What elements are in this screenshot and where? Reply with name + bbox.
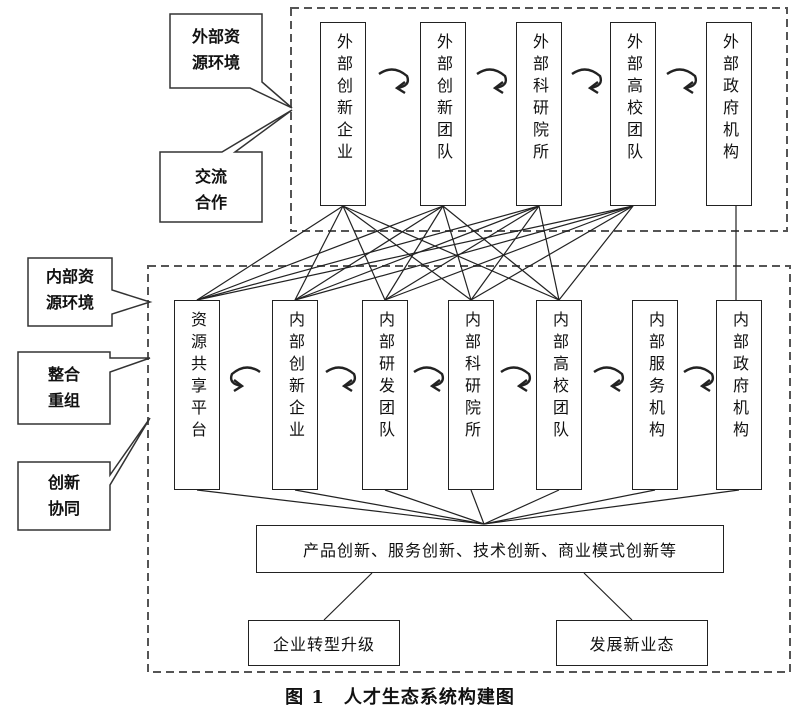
internal-node: 内部政府机构 — [716, 300, 762, 490]
external-node: 外部创新企业 — [320, 22, 366, 206]
curved-arrow-icon — [500, 366, 532, 393]
node-label: 外部创新团队 — [434, 33, 453, 165]
internal-node: 内部高校团队 — [536, 300, 582, 490]
callout-line: 外部资 — [191, 27, 240, 46]
exchange-link — [342, 205, 472, 301]
internal-node: 内部创新企业 — [272, 300, 318, 490]
exchange-link — [442, 205, 560, 301]
outcome-box: 企业转型升级 — [248, 620, 400, 666]
internal-node: 内部研发团队 — [362, 300, 408, 490]
exchange-callout-shape — [159, 109, 293, 223]
curved-arrow-icon — [571, 68, 603, 95]
callout-integration-restructuring: 整合 重组 — [14, 362, 114, 414]
innovation-link — [196, 489, 485, 525]
exchange-link — [342, 205, 560, 301]
internal-env-callout-shape — [27, 257, 153, 327]
node-label: 内部高校团队 — [550, 311, 569, 443]
node-label: 外部科研院所 — [530, 33, 549, 165]
exchange-link — [294, 205, 634, 301]
callout-line: 源环境 — [191, 53, 240, 72]
node-label: 内部创新企业 — [286, 311, 305, 443]
outcome-link — [323, 572, 373, 621]
innovation-link — [483, 489, 740, 525]
external-env-callout-shape — [169, 13, 293, 109]
node-label: 外部高校团队 — [624, 33, 643, 165]
curved-arrow-icon — [378, 68, 410, 95]
flow-arrows — [229, 68, 715, 393]
node-label: 外部政府机构 — [720, 33, 739, 165]
figure-caption: 图 1 人才生态系统构建图 — [285, 687, 515, 708]
exchange-link — [196, 205, 344, 301]
callout-innovation-synergy: 创新 协同 — [14, 470, 114, 522]
external-environment-region — [290, 7, 788, 232]
callout-line: 整合 — [47, 365, 80, 384]
callout-line: 源环境 — [45, 293, 94, 312]
curved-arrow-icon — [325, 366, 357, 393]
innovation-link — [483, 489, 560, 525]
exchange-link — [538, 205, 560, 301]
internal-node: 资源共享平台 — [174, 300, 220, 490]
callout-line: 重组 — [47, 391, 80, 410]
node-label: 内部研发团队 — [376, 311, 395, 443]
connection-lines — [196, 205, 740, 621]
external-node: 外部创新团队 — [420, 22, 466, 206]
curved-arrow-icon — [683, 366, 715, 393]
node-label: 内部服务机构 — [646, 311, 665, 443]
curved-arrow-icon — [666, 68, 698, 95]
internal-node: 内部服务机构 — [632, 300, 678, 490]
innovation-link — [384, 489, 485, 525]
exchange-link — [196, 205, 444, 301]
exchange-link — [196, 205, 634, 301]
exchange-link — [470, 205, 540, 301]
callout-exchange-cooperation: 交流 合作 — [161, 164, 261, 216]
curved-arrow-icon — [476, 68, 508, 95]
exchange-link — [442, 205, 472, 301]
internal-environment-region — [147, 265, 791, 673]
callout-line: 协同 — [47, 499, 80, 518]
external-node: 外部政府机构 — [706, 22, 752, 206]
exchange-link — [558, 205, 634, 301]
innovation-callout-shape — [17, 417, 151, 531]
curved-arrow-icon — [413, 366, 445, 393]
integration-callout-shape — [17, 351, 151, 425]
outcome-box: 发展新业态 — [556, 620, 708, 666]
innovation-link — [470, 489, 485, 525]
node-label: 内部科研院所 — [462, 311, 481, 443]
curved-arrow-icon — [229, 366, 261, 393]
callout-line: 创新 — [47, 473, 80, 492]
curved-arrow-icon — [593, 366, 625, 393]
innovation-types-box: 产品创新、服务创新、技术创新、商业模式创新等 — [256, 525, 724, 573]
innovation-link — [294, 489, 485, 525]
external-node: 外部科研院所 — [516, 22, 562, 206]
exchange-link — [342, 205, 386, 301]
external-node: 外部高校团队 — [610, 22, 656, 206]
outcome-link — [583, 572, 633, 621]
node-label: 外部创新企业 — [334, 33, 353, 165]
node-label: 内部政府机构 — [730, 311, 749, 443]
callout-line: 内部资 — [45, 267, 94, 286]
internal-node: 内部科研院所 — [448, 300, 494, 490]
exchange-link — [384, 205, 634, 301]
callout-internal-environment: 内部资 源环境 — [20, 264, 120, 316]
innovation-link — [483, 489, 656, 525]
callout-line: 合作 — [194, 193, 227, 212]
node-label: 资源共享平台 — [188, 311, 207, 443]
exchange-link — [196, 205, 540, 301]
callout-line: 交流 — [194, 167, 227, 186]
callout-external-environment: 外部资 源环境 — [166, 24, 266, 76]
exchange-link — [470, 205, 634, 301]
